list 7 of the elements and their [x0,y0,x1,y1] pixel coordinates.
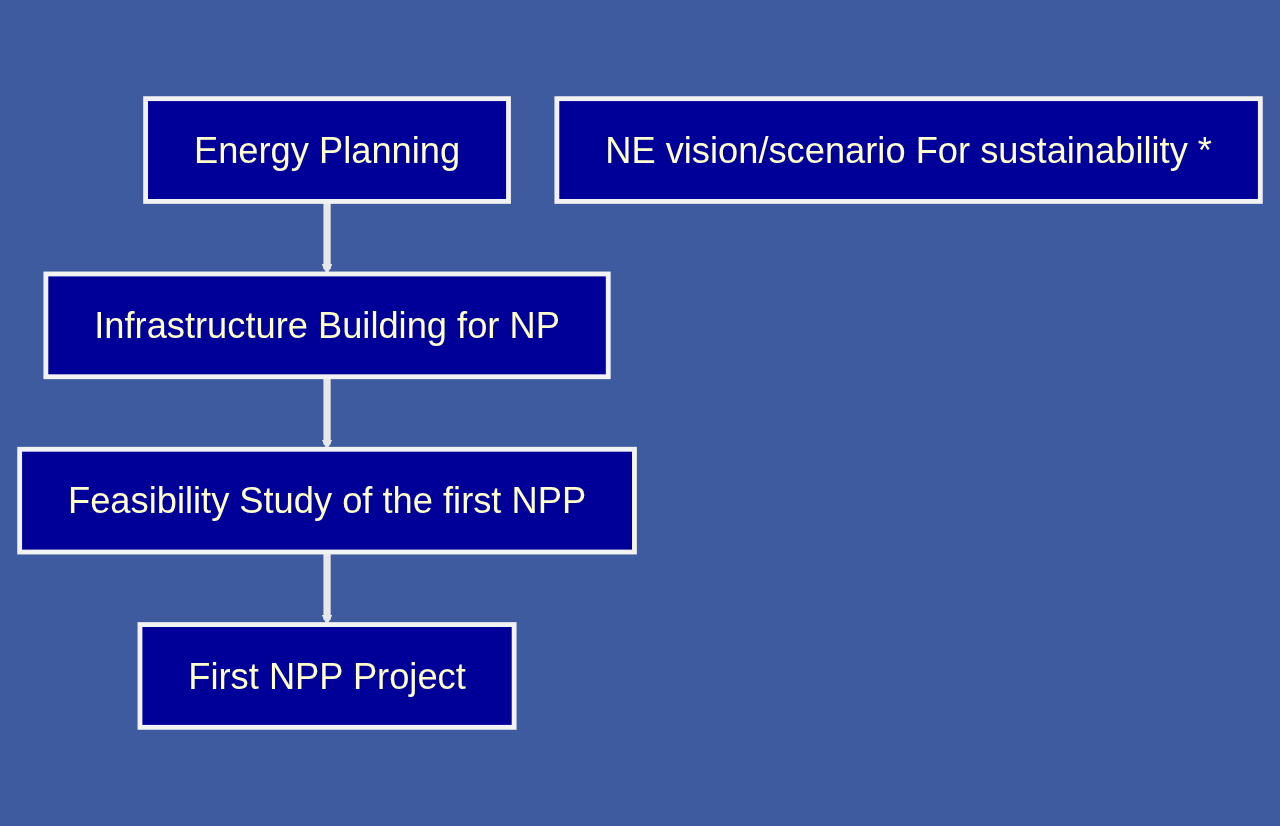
node-box: Energy Planning [143,96,511,204]
arrow [321,376,333,450]
arrow [321,201,333,275]
node-box: NE vision/scenario For sustainability * [554,96,1263,204]
node-box: Feasibility Study of the first NPP [17,446,637,555]
node-box: First NPP Project [137,622,517,730]
node-box: Infrastructure Building for NP [43,271,611,380]
